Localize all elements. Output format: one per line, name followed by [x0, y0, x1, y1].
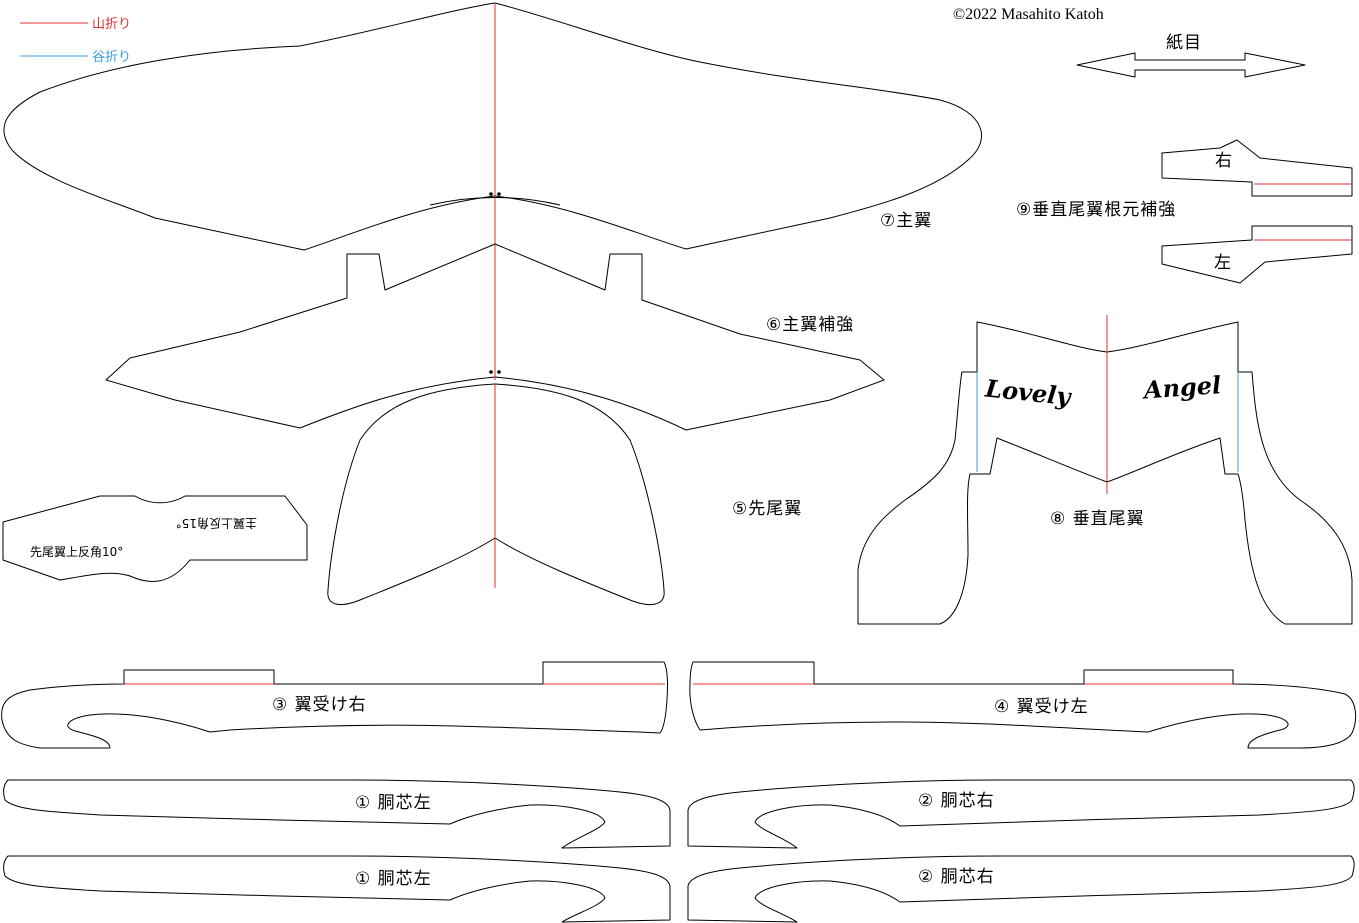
root-left-label: 左 [1214, 253, 1232, 273]
body-core-right-outline [687, 855, 1355, 923]
grain-direction: 紙目 [1076, 33, 1306, 78]
body-core-right-outline [687, 779, 1355, 849]
wing-mount-right-part: ③ 翼受け右 [1, 661, 669, 749]
root-left-outline [1161, 225, 1353, 284]
body-core-left-part: ① 胴芯左 [3, 855, 671, 923]
main-wing-reinforce-label: ⑥主翼補強 [766, 315, 854, 335]
front-tail-part: ⑤先尾翼 [327, 383, 802, 606]
main-wing-outline [3, 2, 983, 251]
grain-label: 紙目 [1166, 33, 1202, 53]
root-right-label: 右 [1215, 151, 1233, 171]
front-tail-label: ⑤先尾翼 [732, 499, 802, 519]
main-dihedral-text: 主翼上反角15° [176, 516, 257, 530]
vertical-tail-part: Lovely Angel ⑧ 垂直尾翼 [857, 315, 1353, 625]
fold-legend: 山折り 谷折り [20, 17, 131, 65]
front-dihedral-text: 先尾翼上反角10° [30, 545, 123, 559]
mountain-fold-label: 山折り [92, 17, 131, 32]
tail-text-angel: Angel [1141, 370, 1222, 404]
body-core-right-label: ② 胴芯右 [918, 867, 995, 887]
body-core-right-label: ② 胴芯右 [918, 791, 995, 811]
copyright-text: ©2022 Masahito Katoh [953, 6, 1104, 23]
body-core-left-part: ① 胴芯左 [3, 779, 671, 849]
main-wing-label: ⑦主翼 [880, 211, 932, 231]
main-wing-center-arc [429, 197, 561, 206]
vertical-tail-label: ⑧ 垂直尾翼 [1050, 509, 1145, 529]
main-wing-mark-dot [489, 192, 493, 196]
reinforce-mark-dot [497, 370, 501, 374]
wing-mount-right-label: ③ 翼受け右 [272, 695, 367, 715]
front-tail-outline [327, 383, 665, 606]
main-wing-part: ⑦主翼 [3, 2, 983, 251]
body-core-right-part: ② 胴芯右 [687, 855, 1355, 923]
body-core-left-label: ① 胴芯左 [355, 869, 432, 889]
root-right-outline [1161, 139, 1353, 197]
dihedral-gauge-part: 主翼上反角15° 先尾翼上反角10° [2, 495, 308, 582]
valley-fold-label: 谷折り [92, 50, 131, 65]
body-core-left-outline [3, 779, 671, 849]
vertical-tail-root-label: ⑨垂直尾翼根元補強 [1016, 200, 1176, 220]
double-arrow-icon [1076, 52, 1306, 78]
vertical-tail-root-part: 右 ⑨垂直尾翼根元補強 左 [1016, 139, 1353, 284]
main-wing-mark-dot [497, 192, 501, 196]
body-core-left-label: ① 胴芯左 [355, 793, 432, 813]
main-wing-reinforce-part: ⑥主翼補強 [105, 243, 885, 431]
dihedral-gauge-outline [2, 495, 308, 582]
body-core-left-outline [3, 855, 671, 923]
reinforce-mark-dot [489, 370, 493, 374]
body-core-right-part: ② 胴芯右 [687, 779, 1355, 849]
wing-mount-left-label: ④ 翼受け左 [994, 697, 1089, 717]
wing-mount-left-part: ④ 翼受け左 [689, 661, 1357, 749]
vertical-tail-outline [857, 321, 1353, 625]
